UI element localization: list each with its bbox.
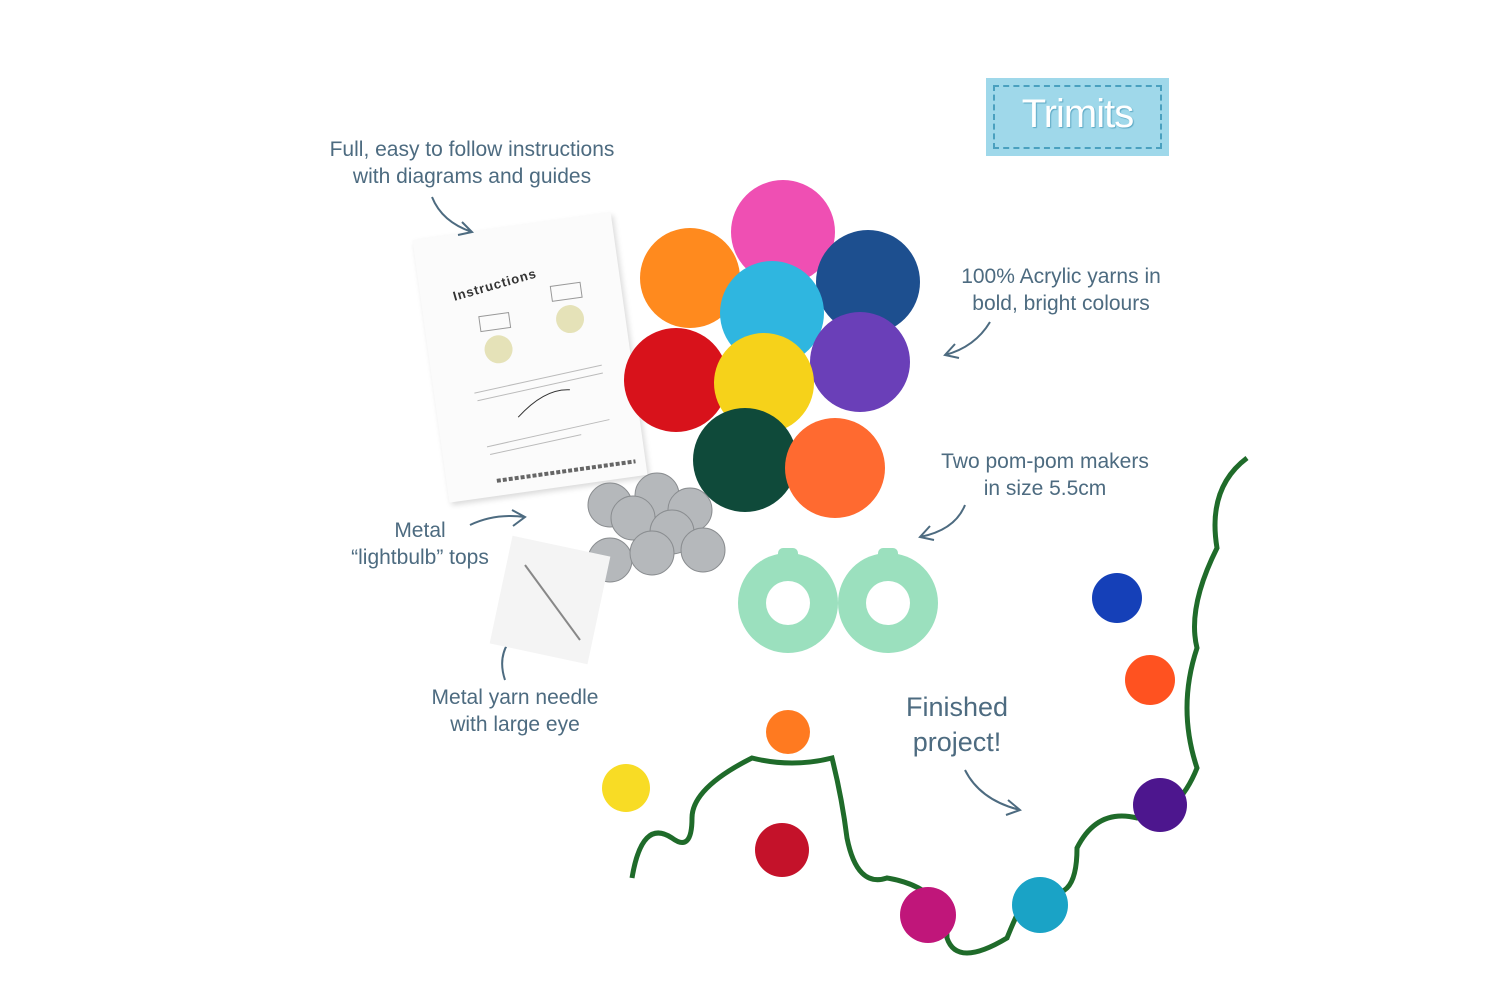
caption-line: with large eye bbox=[450, 713, 580, 736]
caption-line: Two pom-pom makers bbox=[941, 450, 1149, 473]
logo-text: Trimits bbox=[1021, 92, 1134, 136]
caption-makers: Two pom-pom makers in size 5.5cm bbox=[941, 448, 1149, 502]
caption-yarns: 100% Acrylic yarns in bold, bright colou… bbox=[961, 263, 1161, 317]
instructions-booklet: Instructions bbox=[412, 212, 648, 503]
yarn-balls bbox=[624, 180, 920, 518]
caption-line: bold, bright colours bbox=[972, 292, 1150, 315]
booklet-diagrams bbox=[474, 281, 636, 483]
caption-tops: Metal “lightbulb” tops bbox=[351, 517, 489, 571]
needle-card bbox=[489, 535, 611, 665]
caption-instructions: Full, easy to follow instructions with d… bbox=[330, 136, 615, 190]
finished-garland bbox=[602, 456, 1249, 956]
caption-line: 100% Acrylic yarns in bbox=[961, 265, 1161, 288]
logo-dashed-border bbox=[993, 85, 1162, 149]
trimits-logo: Trimits bbox=[986, 78, 1169, 156]
lightbulb-tops bbox=[587, 472, 726, 583]
caption-needle: Metal yarn needle with large eye bbox=[432, 684, 599, 738]
caption-finished: Finished project! bbox=[906, 690, 1008, 760]
caption-line: with diagrams and guides bbox=[352, 165, 592, 188]
caption-line: Full, easy to follow instructions bbox=[329, 138, 615, 161]
caption-line: project! bbox=[912, 727, 1002, 757]
pom-pom-makers bbox=[738, 548, 938, 653]
caption-line: Metal bbox=[394, 519, 446, 542]
caption-line: in size 5.5cm bbox=[983, 477, 1107, 500]
caption-line: Finished bbox=[905, 692, 1009, 722]
caption-line: Metal yarn needle bbox=[431, 686, 599, 709]
caption-line: “lightbulb” tops bbox=[351, 546, 489, 569]
